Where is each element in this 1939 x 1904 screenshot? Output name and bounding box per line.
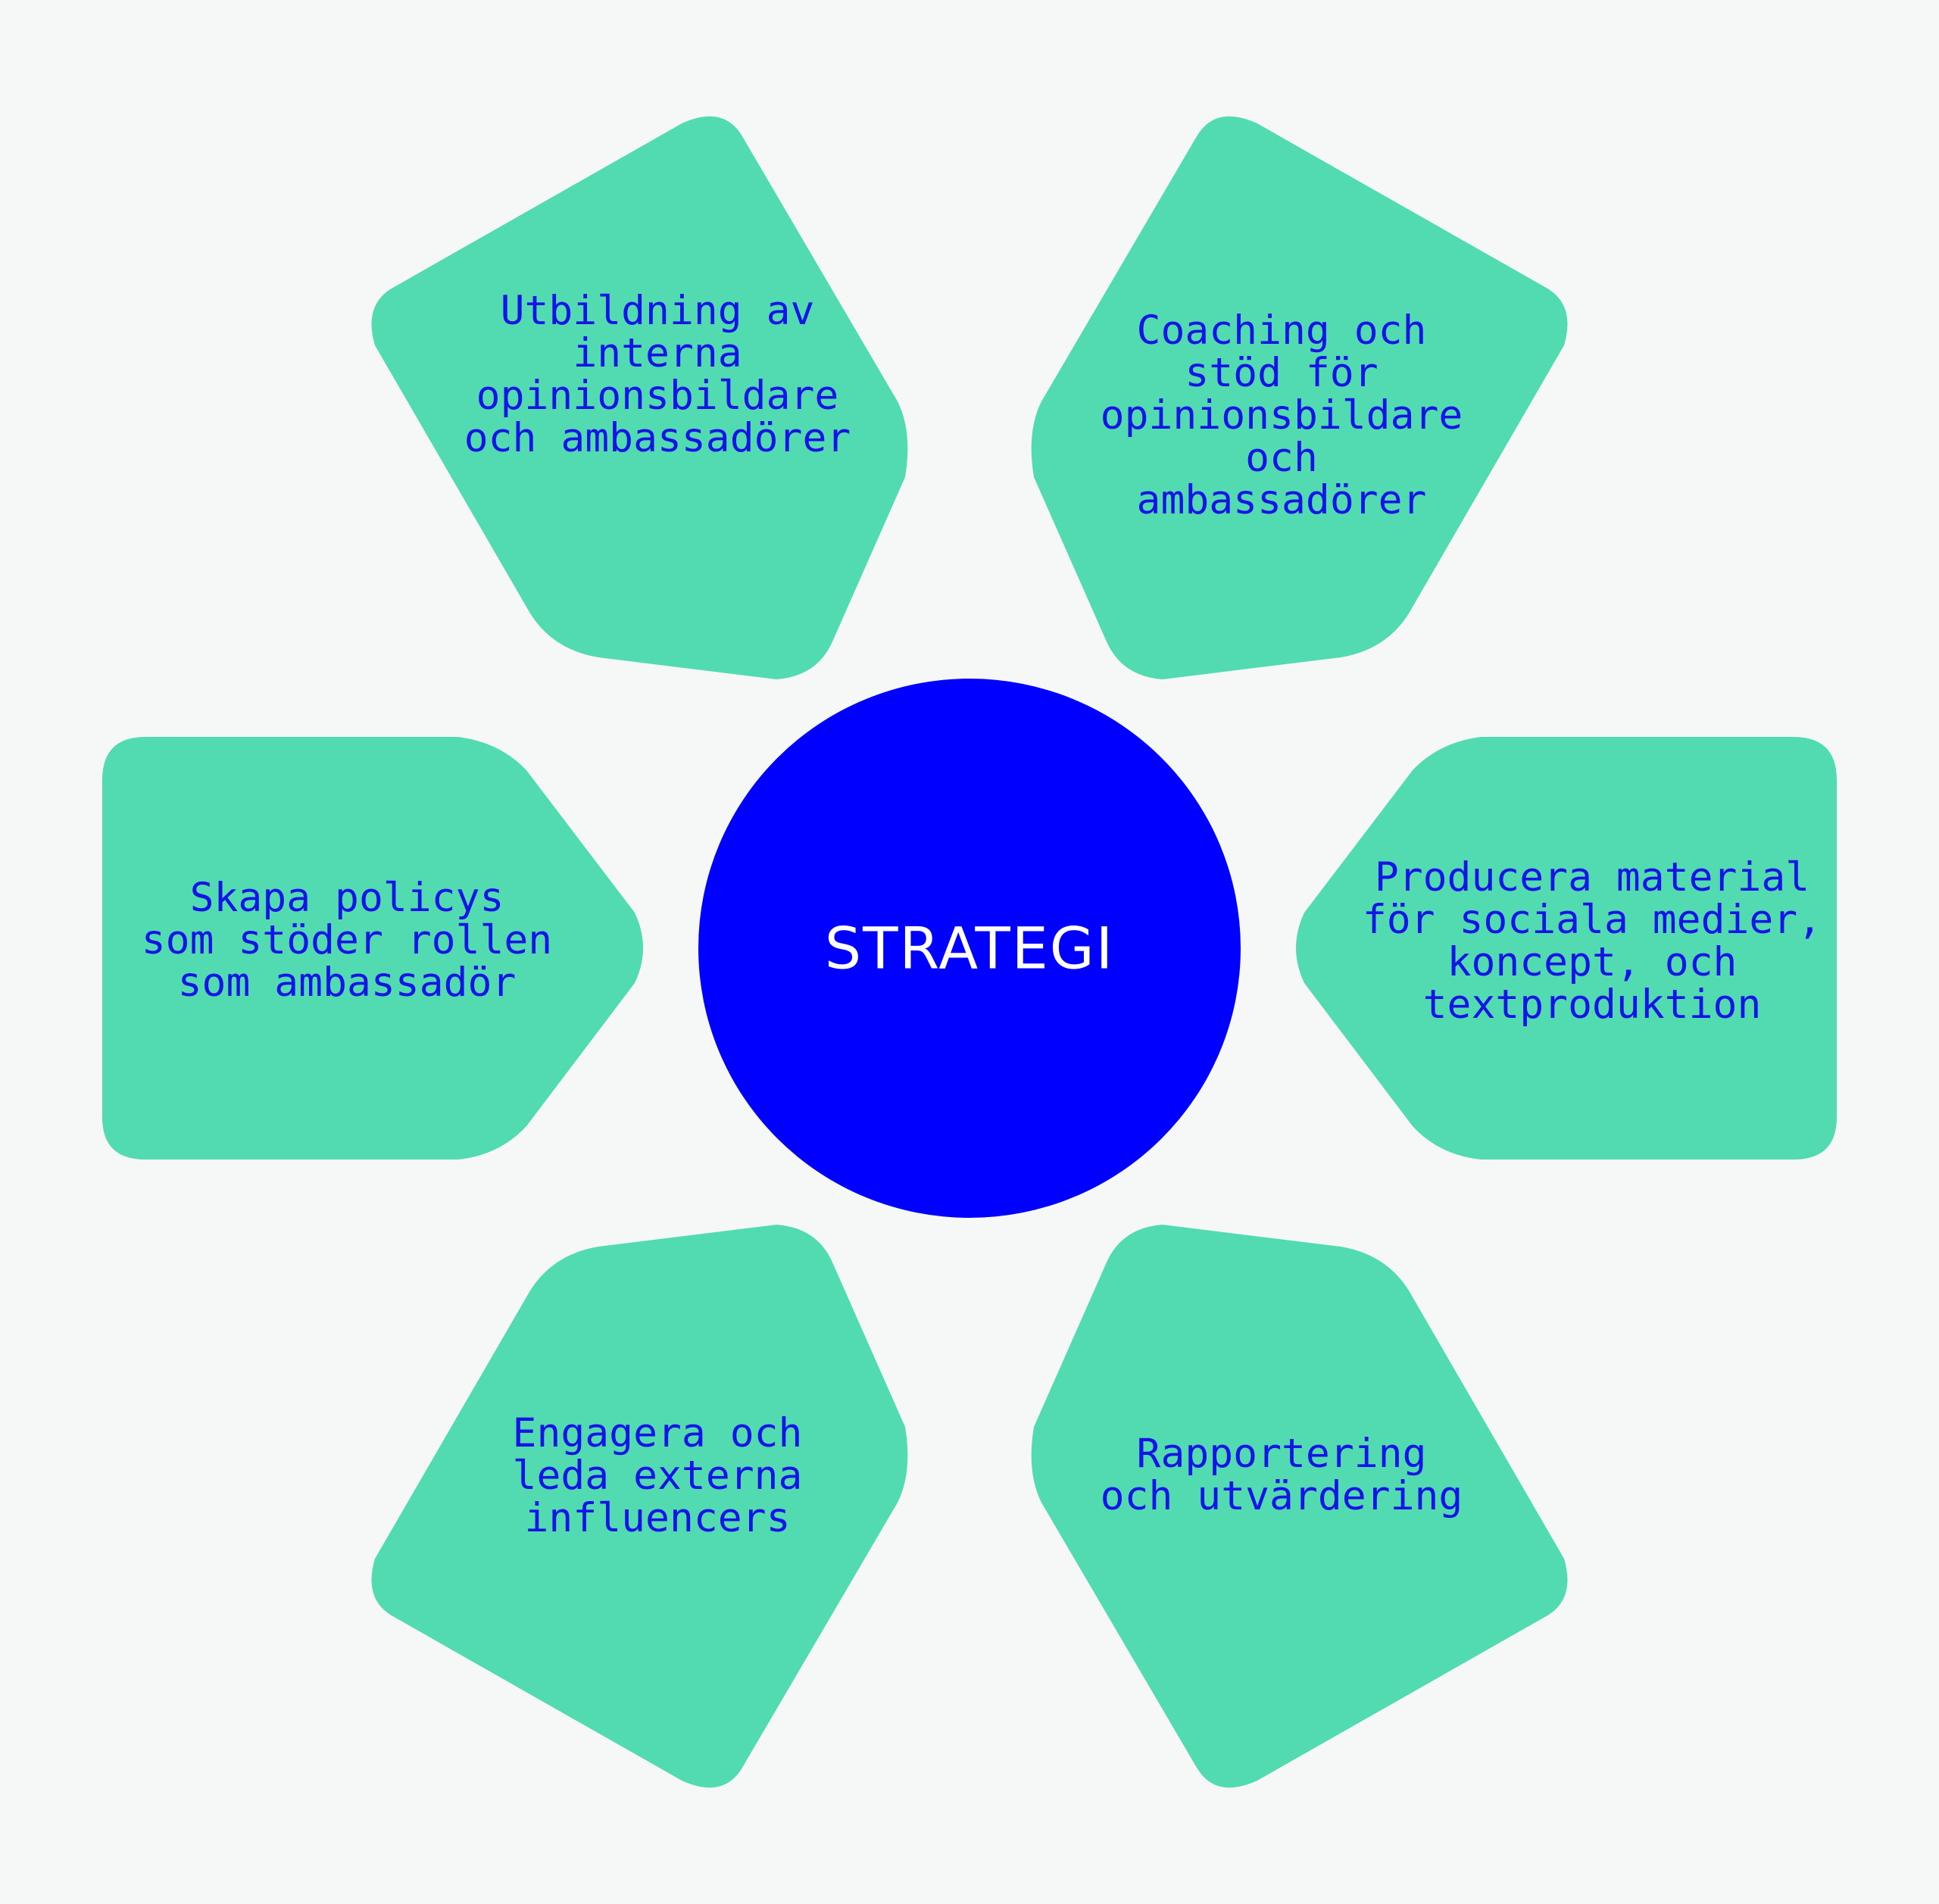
petal-label-line: och: [1245, 435, 1318, 481]
petal-label-line: ambassadörer: [1137, 477, 1427, 523]
petal-label-line: opinionsbildare: [1101, 392, 1463, 439]
petal-label-line: Producera material: [1375, 854, 1809, 900]
petal-shape-top-left: [371, 116, 908, 680]
petal-label-line: för sociala medier,: [1363, 897, 1822, 943]
petal-shape-middle-left: [102, 737, 643, 1160]
petal-label-line: Coaching och: [1137, 307, 1427, 354]
petal-label-line: textproduktion: [1423, 982, 1762, 1028]
center-node: STRATEGI: [698, 679, 1241, 1218]
petal-shape-top-right: [1031, 116, 1568, 680]
petal-label-line: Rapportering: [1137, 1431, 1427, 1477]
petal-label-line: opinionsbildare: [476, 373, 839, 419]
petal-label-line: koncept, och: [1447, 939, 1738, 985]
petal-label-line: Utbildning av: [501, 288, 815, 334]
petal-label-line: interna: [573, 330, 742, 376]
petal-label-line: och ambassadörer: [464, 415, 851, 461]
petal-shape-bottom-right: [1031, 1225, 1568, 1788]
petal-shape-middle-right: [1296, 737, 1837, 1160]
petal-label-line: Engagera och: [513, 1410, 803, 1456]
center-label: STRATEGI: [825, 915, 1114, 982]
petal-label-line: influencers: [525, 1495, 791, 1541]
petal-shape-bottom-left: [371, 1225, 908, 1788]
petal-label-line: och utvärdering: [1101, 1473, 1463, 1519]
petal-label-line: som ambassadör: [178, 960, 517, 1006]
petal-label-line: Skapa policys: [190, 875, 504, 921]
petal-label-line: som stöder rollen: [142, 917, 552, 963]
center-circle: [698, 679, 1241, 1218]
petal-label-line: leda externa: [513, 1453, 803, 1499]
petal-label-line: stöd för: [1185, 350, 1378, 396]
